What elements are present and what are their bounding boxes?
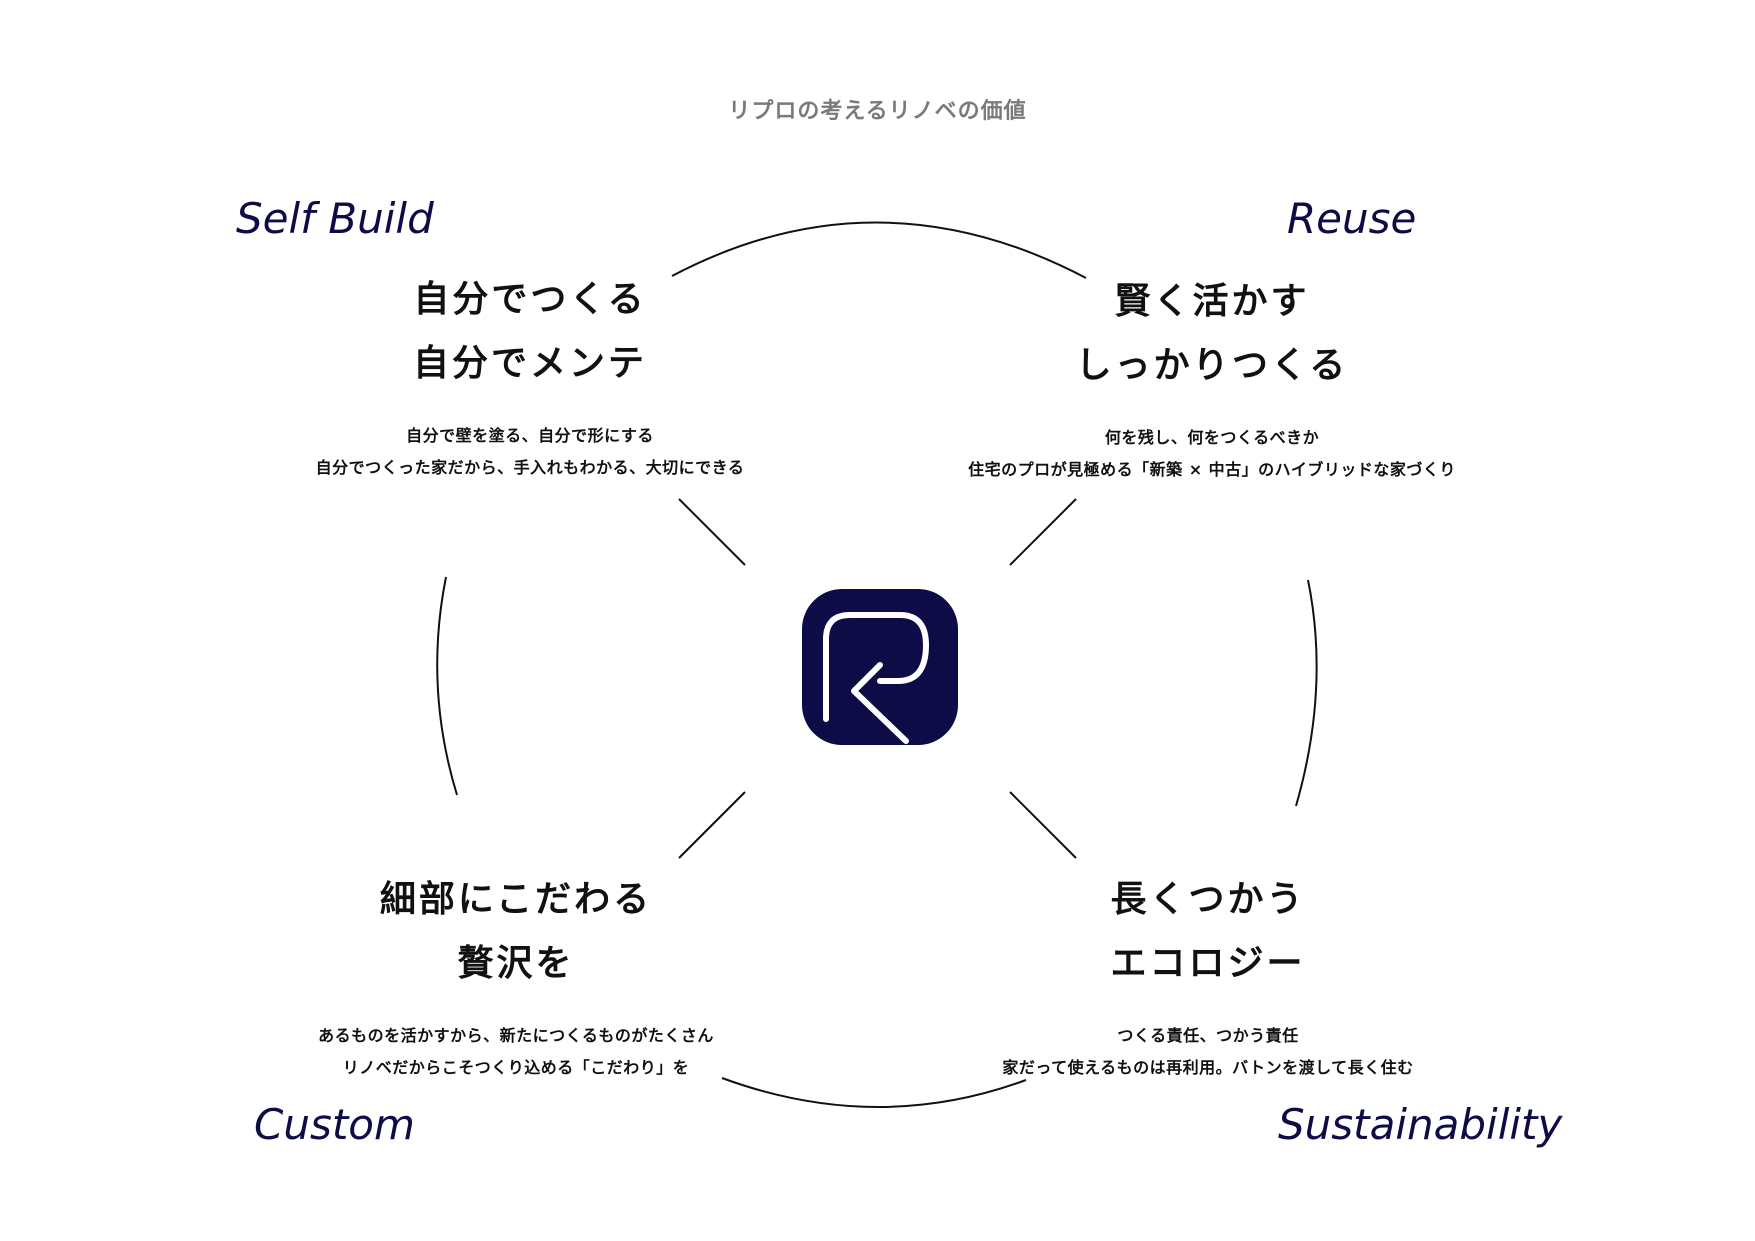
description-line-2: 住宅のプロが見極める「新築 × 中古」のハイブリッドな家づくり bbox=[968, 460, 1456, 479]
page-title: リプロの考えるリノベの価値 bbox=[728, 99, 1027, 124]
top-arc bbox=[671, 221, 1087, 279]
description-line-1: あるものを活かすから、新たにつくるものがたくさん bbox=[318, 1026, 714, 1045]
heading-line-1: 長くつかう bbox=[1110, 879, 1306, 920]
description-line-2: リノベだからこそつくり込める「こだわり」を bbox=[342, 1058, 690, 1077]
label-custom: Custom bbox=[254, 1100, 415, 1149]
label-self-build: Self Build bbox=[236, 194, 434, 243]
r-arrow-logo-icon bbox=[802, 589, 958, 745]
heading-line-1: 自分でつくる bbox=[413, 279, 647, 320]
logo-arrow-stroke bbox=[851, 662, 909, 744]
connector-bottom-right bbox=[1009, 791, 1077, 859]
quadrant-custom: 細部にこだわる 贅沢を あるものを活かすから、新たにつくるものがたくさん リノベ… bbox=[216, 868, 816, 1084]
description-line-1: つくる責任、つかう責任 bbox=[1117, 1026, 1299, 1045]
label-sustainability: Sustainability bbox=[1278, 1100, 1563, 1149]
connector-top-left bbox=[678, 498, 746, 566]
heading-line-2: しっかりつくる bbox=[1075, 345, 1349, 386]
heading-line-1: 賢く活かす bbox=[1114, 281, 1310, 322]
description-line-1: 自分で壁を塗る、自分で形にする bbox=[406, 426, 654, 445]
right-arc bbox=[1295, 579, 1318, 807]
heading-line-2: 贅沢を bbox=[457, 943, 575, 984]
heading-line-1: 細部にこだわる bbox=[379, 879, 653, 920]
description-line-2: 家だって使えるものは再利用。バトンを渡して長く住む bbox=[1002, 1058, 1414, 1077]
description-line-2: 自分でつくった家だから、手入れもわかる、大切にできる bbox=[315, 458, 745, 477]
connector-bottom-left bbox=[678, 791, 746, 859]
label-reuse: Reuse bbox=[1287, 194, 1417, 243]
description-line-1: 何を残し、何をつくるべきか bbox=[1104, 428, 1320, 447]
left-arc bbox=[436, 576, 458, 796]
heading-line-2: エコロジー bbox=[1110, 943, 1306, 984]
quadrant-self-build: 自分でつくる 自分でメンテ 自分で壁を塗る、自分で形にする 自分でつくった家だか… bbox=[230, 268, 830, 484]
connector-top-right bbox=[1009, 498, 1077, 566]
quadrant-sustainability: 長くつかう エコロジー つくる責任、つかう責任 家だって使えるものは再利用。バト… bbox=[908, 868, 1508, 1084]
quadrant-reuse: 賢く活かす しっかりつくる 何を残し、何をつくるべきか 住宅のプロが見極める「新… bbox=[912, 270, 1512, 486]
logo-r-stroke bbox=[823, 612, 929, 722]
heading-line-2: 自分でメンテ bbox=[412, 343, 647, 384]
bottom-arc bbox=[721, 1077, 1027, 1108]
